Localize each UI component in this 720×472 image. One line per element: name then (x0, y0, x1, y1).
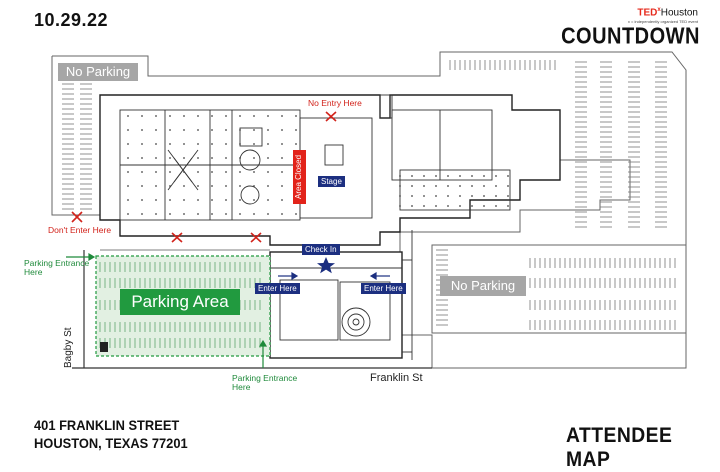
ted-brand: TED (637, 7, 658, 19)
bagby-st-label: Bagby St (63, 327, 74, 368)
check-in-star-icon (317, 257, 335, 274)
franklin-st-label: Franklin St (370, 372, 423, 384)
stage-label: Stage (318, 176, 345, 187)
enter-arrows (278, 271, 390, 281)
main-building (99, 94, 561, 246)
parking-stalls-right (449, 60, 667, 228)
event-name: COUNTDOWN (561, 24, 700, 50)
closure-x-marks (71, 111, 337, 243)
parking-area-label: Parking Area (120, 289, 240, 315)
address-line-1: 401 FRANKLIN STREET (34, 417, 180, 433)
area-closed-label: Area Closed (293, 150, 306, 204)
no-parking-label-right: No Parking (440, 276, 526, 296)
address-line-2: HOUSTON, TEXAS 77201 (34, 435, 188, 451)
column-grid (127, 115, 509, 215)
check-in-label: Check In (302, 244, 340, 255)
enter-here-right-label: Enter Here (361, 283, 406, 294)
parking-entrance-arrows (66, 252, 268, 368)
tedx-subtitle: x = independently organized TED event (627, 19, 698, 24)
parking-entrance-left-label: Parking Entrance Here (24, 258, 90, 277)
dont-enter-here-label: Don't Enter Here (48, 225, 112, 235)
enter-here-left-label: Enter Here (255, 283, 300, 294)
no-entry-here-label: No Entry Here (308, 98, 362, 108)
parking-entrance-bottom-label: Parking Entrance Here (232, 373, 298, 392)
address: 401 FRANKLIN STREET HOUSTON, TEXAS 77201 (34, 416, 188, 452)
map-title: ATTENDEE MAP (566, 424, 673, 471)
no-parking-label-top: No Parking (58, 63, 138, 81)
ted-x: x (657, 7, 661, 13)
parking-stalls-left (62, 83, 92, 210)
ted-city: Houston (660, 7, 698, 19)
tedx-logo: TEDxHouston (637, 7, 698, 18)
parking-area-stalls (99, 262, 261, 348)
event-date: 10.29.22 (34, 10, 109, 30)
